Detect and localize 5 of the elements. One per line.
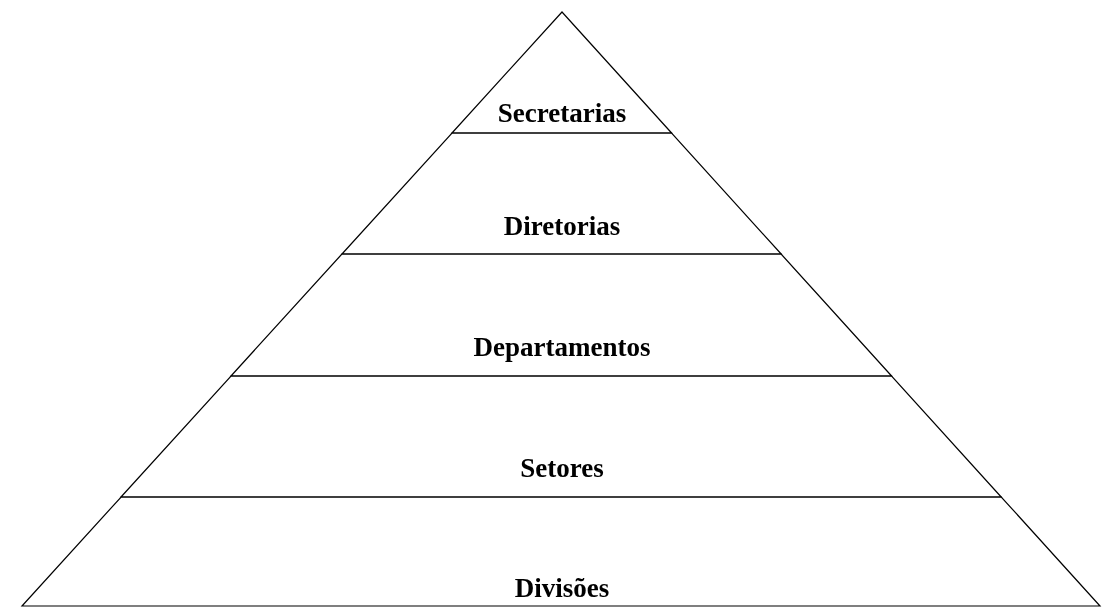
- tier-label: Setores: [520, 453, 604, 483]
- tier-label: Secretarias: [497, 98, 627, 128]
- tier-label: Departamentos: [473, 332, 651, 362]
- tier-label: Divisões: [514, 573, 610, 603]
- tier-label: Diretorias: [503, 211, 621, 241]
